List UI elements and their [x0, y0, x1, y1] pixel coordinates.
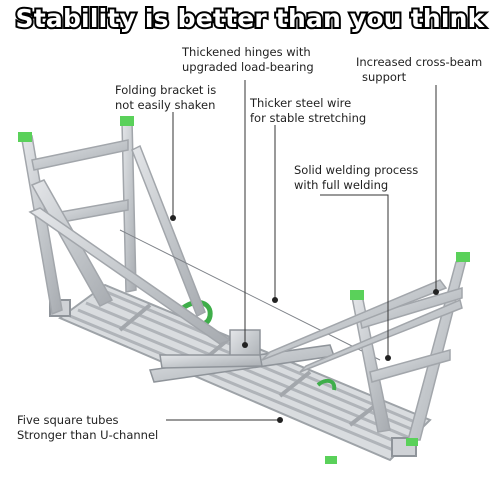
callout-bracket: Folding bracket is not easily shaken [115, 83, 216, 113]
callout-dots [170, 215, 439, 423]
callout-crossbeam-line-2: support [362, 70, 407, 84]
callout-hinges: Thickened hinges with upgraded load-bear… [182, 45, 314, 75]
right-frame [261, 259, 468, 441]
right-bottom-cap [406, 438, 418, 446]
callout-bracket-line-2: not easily shaken [115, 98, 216, 112]
callout-welding: Solid welding process with full welding [294, 163, 418, 193]
callout-steel-wire-line-1: Thicker steel wire [250, 96, 352, 110]
left-end-cap-1 [18, 132, 32, 142]
steel-wire [119, 229, 381, 361]
bottom-end-cap [325, 456, 337, 464]
callout-welding-line-1: Solid welding process [294, 163, 419, 177]
callout-hinges-line-1: Thickened hinges with [182, 45, 311, 59]
callout-welding-line-2: with full welding [294, 178, 389, 192]
callout-crossbeam-line-1: Increased cross-beam [356, 55, 483, 69]
callout-tubes-line-2: Stronger than U-channel [17, 428, 159, 442]
callout-steel-wire-line-2: for stable stretching [250, 111, 367, 125]
left-end-cap-2 [120, 116, 134, 126]
callout-crossbeam: Increased cross-beam support [356, 55, 482, 85]
headline: Stability is better than you think [14, 2, 487, 35]
callout-leaders [166, 80, 437, 421]
callout-tubes-line-1: Five square tubes [17, 413, 119, 427]
right-end-cap-1 [350, 290, 364, 300]
right-end-cap-2 [456, 252, 470, 262]
callout-hinges-line-2: upgraded load-bearing [182, 60, 314, 74]
callout-tubes: Five square tubes Stronger than U-channe… [17, 413, 158, 443]
callout-steel-wire: Thicker steel wire for stable stretching [250, 96, 366, 126]
callout-bracket-line-1: Folding bracket is [115, 83, 217, 97]
